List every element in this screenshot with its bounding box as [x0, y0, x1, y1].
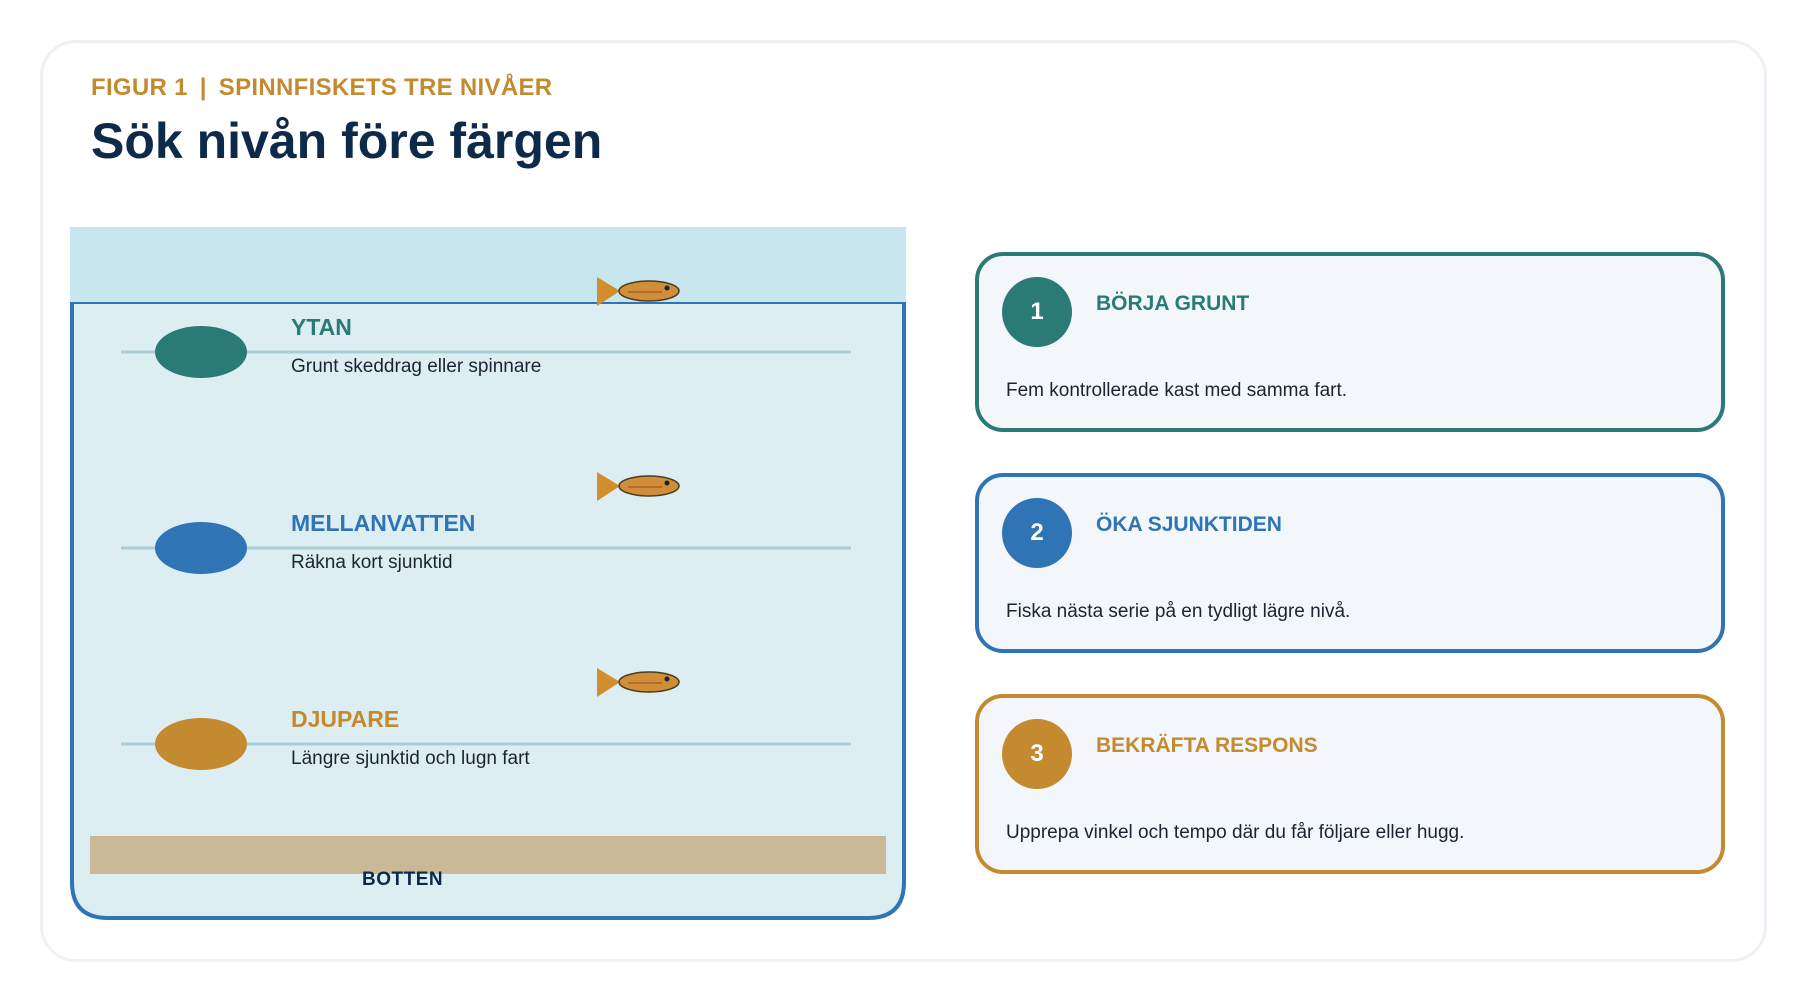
- level-description-surface: Grunt skeddrag eller spinnare: [291, 356, 542, 377]
- lure-fish-icon-surface: [597, 277, 680, 306]
- figure-number: FIGUR 1: [91, 74, 188, 101]
- figure-subject: SPINNFISKETS TRE NIVÅER: [218, 74, 553, 101]
- step-title: ÖKA SJUNKTIDEN: [1096, 513, 1282, 536]
- level-title-midwater: MELLANVATTEN: [291, 510, 476, 536]
- step-card-2: 2 ÖKA SJUNKTIDEN Fiska nästa serie på en…: [975, 473, 1725, 653]
- step-card-1: 1 BÖRJA GRUNT Fem kontrollerade kast med…: [975, 252, 1725, 432]
- level-marker-deeper: [155, 718, 247, 770]
- level-title-surface: YTAN: [291, 314, 352, 340]
- level-marker-midwater: [155, 522, 247, 574]
- lure-fish-icon-deeper: [597, 668, 680, 697]
- bottom-band: [90, 836, 886, 874]
- figure-kicker: FIGUR 1 | SPINNFISKETS TRE NIVÅER: [91, 74, 552, 102]
- water-body: [70, 300, 906, 920]
- step-title: BÖRJA GRUNT: [1096, 292, 1250, 315]
- level-marker-surface: [155, 326, 247, 378]
- level-title-deeper: DJUPARE: [291, 706, 400, 732]
- surface-band: [70, 227, 906, 302]
- step-description: Fem kontrollerade kast med samma fart.: [1006, 380, 1348, 401]
- level-description-deeper: Längre sjunktid och lugn fart: [291, 748, 530, 769]
- step-description: Upprepa vinkel och tempo där du får följ…: [1006, 822, 1465, 843]
- step-title: BEKRÄFTA RESPONS: [1096, 734, 1318, 757]
- page-title: Sök nivån före färgen: [91, 113, 603, 169]
- lure-fish-icon-midwater: [597, 472, 680, 501]
- step-number-badge: 1: [1002, 277, 1072, 347]
- step-card-3: 3 BEKRÄFTA RESPONS Upprepa vinkel och te…: [975, 694, 1725, 874]
- step-number-badge: 3: [1002, 719, 1072, 789]
- bottom-label: BOTTEN: [362, 869, 444, 890]
- step-description: Fiska nästa serie på en tydligt lägre ni…: [1006, 601, 1351, 622]
- kicker-separator: |: [199, 74, 207, 101]
- step-number-badge: 2: [1002, 498, 1072, 568]
- level-description-midwater: Räkna kort sjunktid: [291, 552, 453, 573]
